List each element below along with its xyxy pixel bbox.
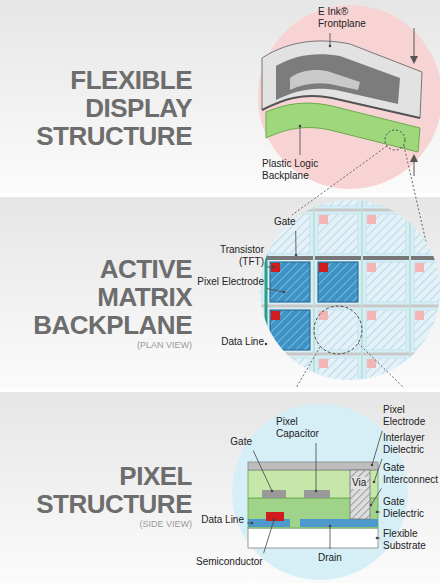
part-label: Gate [274,216,314,228]
part-label: Gate Dielectric [383,496,438,520]
leader-dot [295,254,298,257]
title-block: ACTIVE MATRIX BACKPLANE(PLAN VIEW) [8,255,192,351]
leader-line [330,526,331,549]
leader-dot [283,291,286,294]
leader-dot [373,481,376,484]
view-note: (PLAN VIEW) [8,339,192,351]
leader-dot [376,511,379,514]
part-label: Pixel Electrode [196,276,264,288]
leader-line [295,231,296,255]
leader-line [316,443,317,491]
leader-dot [299,125,302,128]
part-label: Semiconductor [196,556,280,568]
title-block: PIXEL STRUCTURE(SIDE VIEW) [8,462,192,530]
leader-dot [272,266,275,269]
part-label: Pixel Capacitor [276,416,336,440]
part-label: Via [351,477,367,489]
leader-dot [271,490,274,493]
leader-line [330,33,331,46]
title-block: FLEXIBLE DISPLAY STRUCTURE [8,66,192,150]
part-label: Transistor (TFT) [196,244,264,268]
view-note: (SIDE VIEW) [8,518,192,530]
leader-dot [329,525,332,528]
panel-title: ACTIVE MATRIX BACKPLANE [8,255,192,339]
panel-title: FLEXIBLE DISPLAY STRUCTURE [8,66,192,150]
leader-dot [251,522,254,525]
leader-dot [376,537,379,540]
part-label: Drain [318,552,358,564]
leader-dot [371,464,374,467]
leader-line [264,520,274,553]
part-label: Gate Interconnect [383,462,438,486]
leader-line [267,289,284,292]
panel-band: PIXEL STRUCTURE(SIDE VIEW) [0,392,440,583]
part-label: Gate [212,436,252,448]
panel-band: ACTIVE MATRIX BACKPLANE(PLAN VIEW) [0,197,440,388]
part-label: Data Line [196,336,264,348]
part-label: E Ink® Frontplane [318,6,380,30]
leader-line [300,126,301,155]
part-label: Plastic Logic Backplane [262,158,328,182]
leader-dot [315,490,318,493]
leader-line [374,459,382,482]
panel-title: PIXEL STRUCTURE [8,462,192,518]
part-label: Flexible Substrate [383,528,438,552]
leader-line [372,431,382,465]
part-label: Data Line [190,514,244,526]
leader-dot [370,504,373,507]
part-label: Pixel Electrode [383,404,438,428]
leader-dot [273,519,276,522]
part-label: Interlayer Dielectric [383,432,438,456]
leader-line [253,451,272,491]
leader-dot [329,45,332,48]
leader-dot [265,343,268,346]
panel-band: FLEXIBLE DISPLAY STRUCTURE [0,0,440,193]
leader-line [371,489,381,505]
